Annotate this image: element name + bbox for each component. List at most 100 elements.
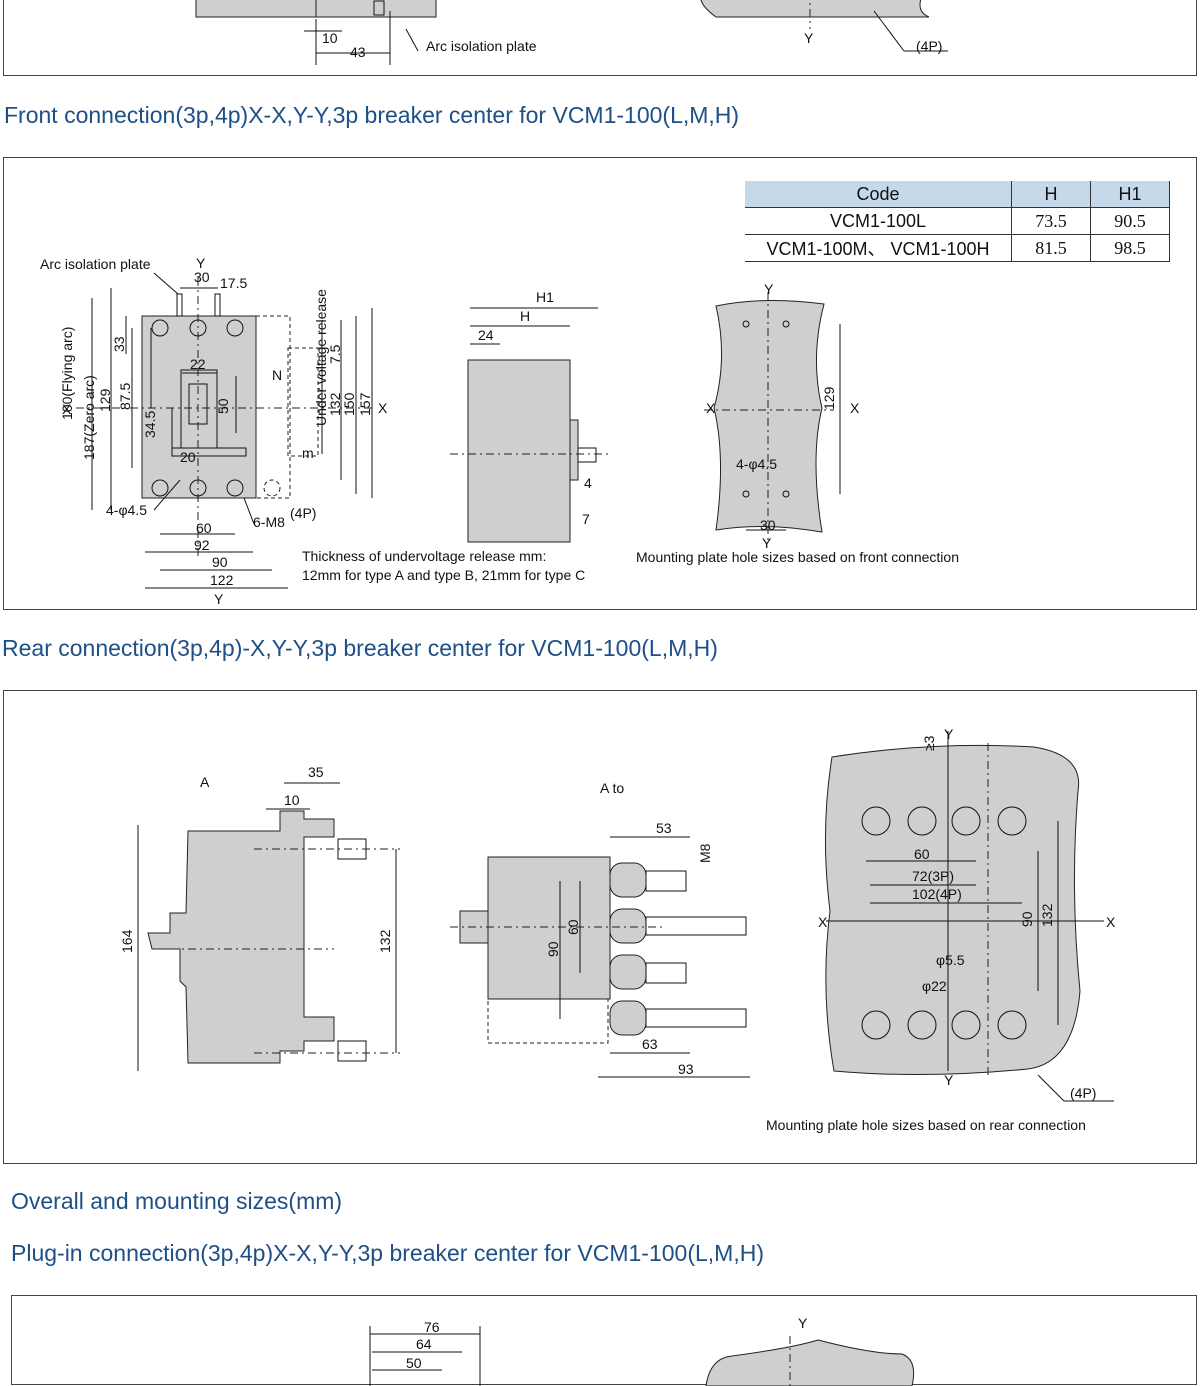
mount-x-right: X — [850, 400, 860, 416]
dim-22: 22 — [190, 356, 206, 372]
y-label: Y — [804, 30, 814, 46]
dim-64: 64 — [416, 1336, 432, 1352]
mounting-plate — [713, 299, 825, 533]
dim-35: 35 — [308, 764, 324, 780]
terminal-screw-4p — [263, 479, 281, 497]
dim-129: 129 — [97, 388, 113, 412]
side-4: 4 — [584, 475, 592, 491]
terminal-hole — [997, 1010, 1027, 1040]
terminal-hole — [907, 1010, 937, 1040]
breaker-side-rear — [147, 810, 335, 1064]
terminal-hole — [861, 806, 891, 836]
top-diagram-panel: 10 43 Arc isolation plate Y (4P) — [3, 0, 1197, 76]
mount-hole-label: 4-φ4.5 — [736, 456, 777, 472]
mount-hole — [782, 490, 790, 498]
code-table: Code H H1 VCM1-100L 73.5 90.5 VCM1-100M、… — [745, 181, 1170, 262]
dim-60: 60 — [565, 919, 581, 935]
terminal-stud — [337, 1040, 367, 1062]
x-label-left: X — [818, 914, 828, 930]
h-cell: 73.5 — [1011, 207, 1091, 235]
a-to-label: A to — [600, 780, 624, 796]
dim-90: 90 — [212, 554, 228, 570]
y-label: Y — [798, 1315, 808, 1331]
handle-side — [569, 419, 579, 481]
terminal-hole — [861, 1010, 891, 1040]
dim-10: 10 — [322, 30, 338, 46]
leader-line — [405, 28, 419, 52]
mount-hole — [742, 320, 750, 328]
dim-7-5: 7.5 — [327, 344, 343, 364]
r60: 60 — [914, 846, 930, 862]
leader-line — [153, 272, 179, 295]
terminal-screw — [373, 0, 385, 16]
terminal-screw — [226, 479, 244, 497]
dim-30: 30 — [194, 269, 210, 285]
terminal-hole — [907, 806, 937, 836]
dim-33: 33 — [111, 336, 127, 352]
y-label-bottom: Y — [944, 1072, 954, 1088]
hole-4-label: 4-φ4.5 — [106, 502, 147, 518]
r132: 132 — [1039, 903, 1055, 927]
hidden-outline — [487, 998, 609, 1044]
mounting-plate-fragment — [700, 0, 930, 18]
mounting-plate-fragment — [705, 1339, 915, 1386]
dim-92: 92 — [194, 537, 210, 553]
dim-157: 157 — [357, 392, 373, 416]
dim-122: 122 — [210, 572, 234, 588]
arc-isolation-label: Arc isolation plate — [426, 38, 537, 54]
m8-label: 6-M8 — [253, 514, 285, 530]
col-h: H — [1011, 181, 1091, 208]
dim-164: 164 — [119, 929, 135, 953]
a-arrow: A — [200, 774, 210, 790]
overall-sizes-heading: Overall and mounting sizes(mm) — [11, 1188, 343, 1214]
dim-76: 76 — [424, 1319, 440, 1335]
h-cell: 81.5 — [1011, 234, 1091, 262]
side-h: H — [520, 308, 530, 324]
mount-y-top: Y — [764, 281, 774, 297]
label-plate — [171, 447, 247, 457]
rear-mount-note: Mounting plate hole sizes based on rear … — [766, 1117, 1086, 1133]
zero-arc-label: 187(Zero arc) — [81, 375, 97, 460]
terminal-screw — [151, 319, 169, 337]
p4-label: (4P) — [290, 505, 316, 521]
terminal-rear — [609, 862, 647, 898]
dim-17-5: 17.5 — [220, 275, 247, 291]
ge3-label: ≥3 — [921, 735, 937, 751]
dim-63: 63 — [642, 1036, 658, 1052]
r72: 72(3P) — [912, 868, 954, 884]
r90: 90 — [1019, 911, 1035, 927]
arc-isolation-label: Arc isolation plate — [40, 256, 151, 272]
mount-30: 30 — [760, 517, 776, 533]
terminal-rear — [609, 954, 647, 990]
bolt-long — [645, 916, 747, 936]
h1-cell: 90.5 — [1090, 207, 1170, 235]
front-connection-diagram: 100(Flying arc) X 187(Zero arc) 129 87.5… — [40, 255, 959, 607]
breaker-body-fragment — [195, 0, 317, 18]
mount-hole — [742, 490, 750, 498]
code-table-header: Code H H1 — [745, 181, 1170, 208]
plugin-connection-panel: 76 64 50 Y — [11, 1295, 1197, 1386]
dim-53: 53 — [656, 820, 672, 836]
side-h1: H1 — [536, 289, 554, 305]
dim-43: 43 — [350, 44, 366, 60]
col-code: Code — [745, 181, 1012, 208]
flying-arc-label: 100(Flying arc) — [59, 327, 75, 420]
leader-line — [1037, 1074, 1065, 1102]
h1-cell: 98.5 — [1090, 234, 1170, 262]
bolt — [645, 870, 687, 892]
handle-knob — [577, 447, 597, 463]
code-cell: VCM1-100M、 VCM1-100H — [745, 234, 1012, 262]
mount-y-bottom: Y — [762, 535, 772, 551]
code-cell: VCM1-100L — [745, 207, 1012, 235]
dim-87-5: 87.5 — [117, 383, 133, 410]
leader-line — [873, 10, 905, 52]
dim-34-5: 34.5 — [142, 411, 158, 438]
mount-x-left: X — [706, 400, 716, 416]
front-connection-panel: Code H H1 VCM1-100L 73.5 90.5 VCM1-100M、… — [3, 157, 1197, 610]
dim-150: 150 — [341, 392, 357, 416]
dim-50: 50 — [215, 398, 231, 414]
dim-60: 60 — [196, 520, 212, 536]
table-row: VCM1-100M、 VCM1-100H 81.5 98.5 — [745, 234, 1170, 262]
dim-132: 132 — [327, 392, 343, 416]
breaker-side-body — [467, 359, 571, 543]
